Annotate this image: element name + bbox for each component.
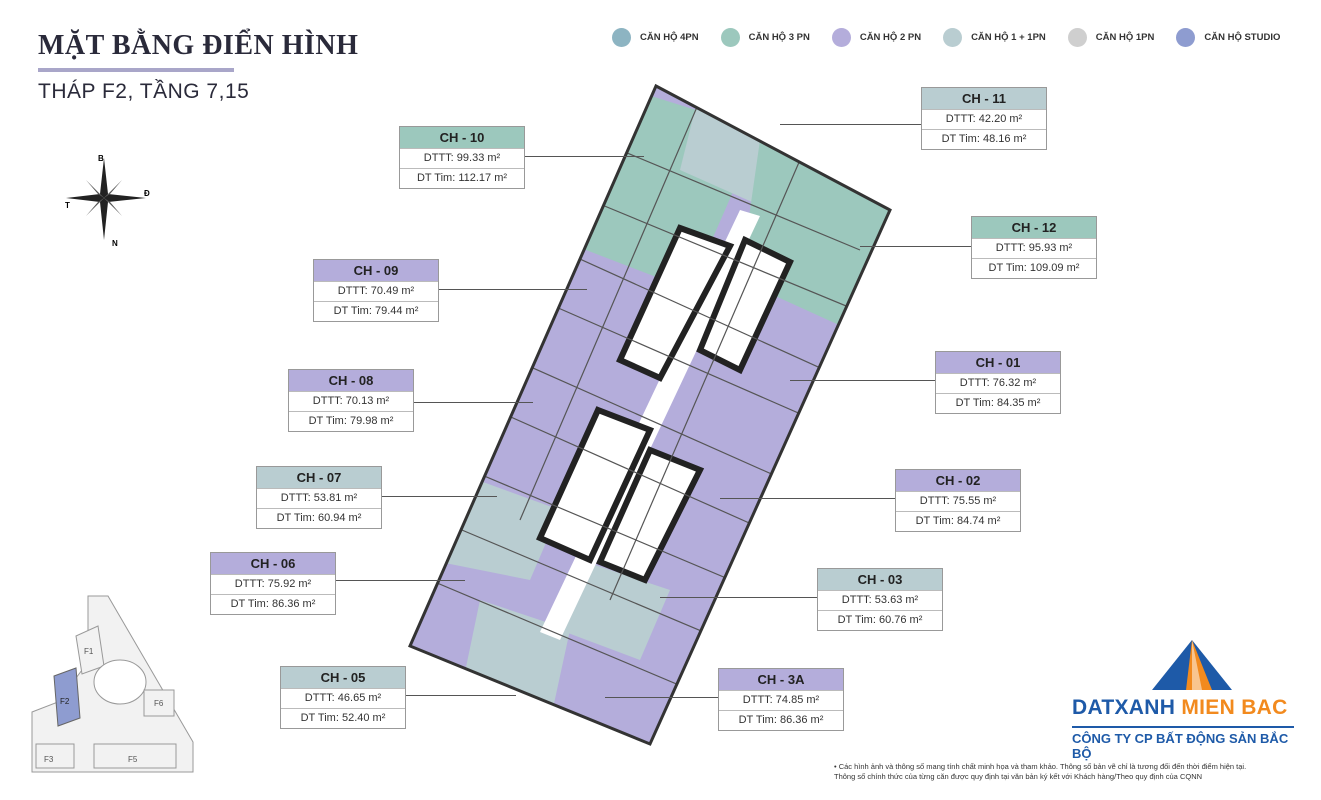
unit-dttim: DT Tim: 60.76 m² bbox=[818, 610, 942, 630]
unit-dttt: DTTT: 75.55 m² bbox=[896, 491, 1020, 511]
legend-item-1pn: CĂN HỘ 1PN bbox=[1067, 28, 1154, 47]
legend-item-studio: CĂN HỘ STUDIO bbox=[1176, 28, 1280, 47]
leader-line-ch11 bbox=[780, 124, 922, 125]
core-lower bbox=[536, 406, 655, 564]
unit-dttim: DT Tim: 79.44 m² bbox=[314, 301, 438, 321]
unit-card-ch06[interactable]: CH - 06 DTTT: 75.92 m² DT Tim: 86.36 m² bbox=[210, 552, 336, 615]
unit-card-ch09[interactable]: CH - 09 DTTT: 70.49 m² DT Tim: 79.44 m² bbox=[313, 259, 439, 322]
site-label-f6: F6 bbox=[154, 699, 164, 708]
unit-name: CH - 01 bbox=[936, 352, 1060, 373]
legend-dot-icon bbox=[1176, 28, 1196, 47]
site-label-f1: F1 bbox=[84, 647, 94, 656]
company-logo: DATXANH MIEN BAC CÔNG TY CP BẤT ĐỘNG SẢN… bbox=[1072, 640, 1302, 761]
unit-dttt: DTTT: 46.65 m² bbox=[281, 688, 405, 708]
unit-card-ch02[interactable]: CH - 02 DTTT: 75.55 m² DT Tim: 84.74 m² bbox=[895, 469, 1021, 532]
leader-line-ch03 bbox=[660, 597, 818, 598]
compass-south-label: N bbox=[112, 239, 118, 248]
leader-line-ch09 bbox=[437, 289, 587, 290]
compass-east-label: Đ bbox=[144, 189, 150, 198]
legend: CĂN HỘ 4PN CĂN HỘ 3 PN CĂN HỘ 2 PN CĂN H… bbox=[612, 28, 1302, 47]
core-shaft-right-upper bbox=[696, 235, 794, 375]
unit-dttim: DT Tim: 52.40 m² bbox=[281, 708, 405, 728]
legend-dot-icon bbox=[612, 28, 631, 47]
core-upper bbox=[616, 224, 735, 382]
legend-item-1-1pn: CĂN HỘ 1 + 1PN bbox=[943, 28, 1046, 47]
logo-mark-icon bbox=[1152, 640, 1232, 690]
unit-dttt: DTTT: 70.49 m² bbox=[314, 281, 438, 301]
leader-line-ch07 bbox=[381, 496, 497, 497]
compass-north-label: B bbox=[98, 154, 104, 163]
site-label-f5: F5 bbox=[128, 755, 138, 764]
leader-line-ch3a bbox=[605, 697, 719, 698]
leader-line-ch01 bbox=[790, 380, 936, 381]
unit-dttt: DTTT: 70.13 m² bbox=[289, 391, 413, 411]
page-title: MẶT BẰNG ĐIỂN HÌNH bbox=[38, 30, 359, 61]
unit-card-ch05[interactable]: CH - 05 DTTT: 46.65 m² DT Tim: 52.40 m² bbox=[280, 666, 406, 729]
leader-line-ch12 bbox=[860, 246, 972, 247]
unit-name: CH - 3A bbox=[719, 669, 843, 690]
unit-dttt: DTTT: 42.20 m² bbox=[922, 109, 1046, 129]
title-underline bbox=[38, 68, 234, 72]
legend-item-4pn: CĂN HỘ 4PN bbox=[612, 28, 699, 47]
unit-card-ch08[interactable]: CH - 08 DTTT: 70.13 m² DT Tim: 79.98 m² bbox=[288, 369, 414, 432]
unit-card-ch10[interactable]: CH - 10 DTTT: 99.33 m² DT Tim: 112.17 m² bbox=[399, 126, 525, 189]
leader-line-ch05 bbox=[406, 695, 516, 696]
legend-item-2pn: CĂN HỘ 2 PN bbox=[831, 28, 921, 47]
unit-zone-ch03 bbox=[560, 560, 670, 660]
unit-card-ch11[interactable]: CH - 11 DTTT: 42.20 m² DT Tim: 48.16 m² bbox=[921, 87, 1047, 150]
unit-name: CH - 02 bbox=[896, 470, 1020, 491]
unit-name: CH - 11 bbox=[922, 88, 1046, 109]
leader-line-ch02 bbox=[720, 498, 896, 499]
unit-name: CH - 05 bbox=[281, 667, 405, 688]
unit-card-ch12[interactable]: CH - 12 DTTT: 95.93 m² DT Tim: 109.09 m² bbox=[971, 216, 1097, 279]
logo-wordmark: DATXANH MIEN BAC bbox=[1072, 696, 1288, 719]
unit-dttim: DT Tim: 48.16 m² bbox=[922, 129, 1046, 149]
legend-dot-icon bbox=[943, 28, 963, 47]
compass-rose-icon: B N Đ T bbox=[65, 154, 150, 248]
site-key-plan: F1 F2 F3 F5 F6 bbox=[31, 595, 194, 773]
unit-name: CH - 09 bbox=[314, 260, 438, 281]
legend-dot-icon bbox=[1067, 28, 1087, 47]
unit-dttim: DT Tim: 84.74 m² bbox=[896, 511, 1020, 531]
unit-dttim: DT Tim: 60.94 m² bbox=[257, 508, 381, 528]
leader-line-ch10 bbox=[524, 156, 644, 157]
unit-dttim: DT Tim: 109.09 m² bbox=[972, 258, 1096, 278]
unit-name: CH - 08 bbox=[289, 370, 413, 391]
unit-name: CH - 12 bbox=[972, 217, 1096, 238]
unit-dttt: DTTT: 75.92 m² bbox=[211, 574, 335, 594]
core-shaft-right-lower bbox=[595, 446, 705, 584]
logo-subtitle: CÔNG TY CP BẤT ĐỘNG SẢN BẮC BỘ bbox=[1072, 726, 1294, 761]
unit-dttt: DTTT: 76.32 m² bbox=[936, 373, 1060, 393]
legend-dot-icon bbox=[720, 28, 740, 47]
site-label-f3: F3 bbox=[44, 755, 54, 764]
leader-line-ch08 bbox=[413, 402, 533, 403]
unit-name: CH - 07 bbox=[257, 467, 381, 488]
unit-dttt: DTTT: 99.33 m² bbox=[400, 148, 524, 168]
legend-item-3pn: CĂN HỘ 3 PN bbox=[720, 28, 810, 47]
unit-name: CH - 10 bbox=[400, 127, 524, 148]
unit-card-ch3a[interactable]: CH - 3A DTTT: 74.85 m² DT Tim: 86.36 m² bbox=[718, 668, 844, 731]
unit-dttt: DTTT: 74.85 m² bbox=[719, 690, 843, 710]
site-label-f2: F2 bbox=[60, 697, 70, 706]
unit-dttim: DT Tim: 84.35 m² bbox=[936, 393, 1060, 413]
unit-dttt: DTTT: 53.81 m² bbox=[257, 488, 381, 508]
compass-west-label: T bbox=[65, 201, 70, 210]
page-subtitle: THÁP F2, TẦNG 7,15 bbox=[38, 80, 250, 103]
disclaimer: • Các hình ảnh và thông số mang tính chấ… bbox=[834, 762, 1247, 781]
unit-name: CH - 06 bbox=[211, 553, 335, 574]
unit-dttim: DT Tim: 86.36 m² bbox=[719, 710, 843, 730]
unit-card-ch03[interactable]: CH - 03 DTTT: 53.63 m² DT Tim: 60.76 m² bbox=[817, 568, 943, 631]
unit-name: CH - 03 bbox=[818, 569, 942, 590]
leader-line-ch06 bbox=[335, 580, 465, 581]
unit-card-ch01[interactable]: CH - 01 DTTT: 76.32 m² DT Tim: 84.35 m² bbox=[935, 351, 1061, 414]
unit-card-ch07[interactable]: CH - 07 DTTT: 53.81 m² DT Tim: 60.94 m² bbox=[256, 466, 382, 529]
unit-dttim: DT Tim: 112.17 m² bbox=[400, 168, 524, 188]
unit-dttt: DTTT: 95.93 m² bbox=[972, 238, 1096, 258]
legend-dot-icon bbox=[831, 28, 851, 47]
unit-dttt: DTTT: 53.63 m² bbox=[818, 590, 942, 610]
site-f2-highlight bbox=[53, 667, 81, 727]
unit-dttim: DT Tim: 79.98 m² bbox=[289, 411, 413, 431]
unit-dttim: DT Tim: 86.36 m² bbox=[211, 594, 335, 614]
